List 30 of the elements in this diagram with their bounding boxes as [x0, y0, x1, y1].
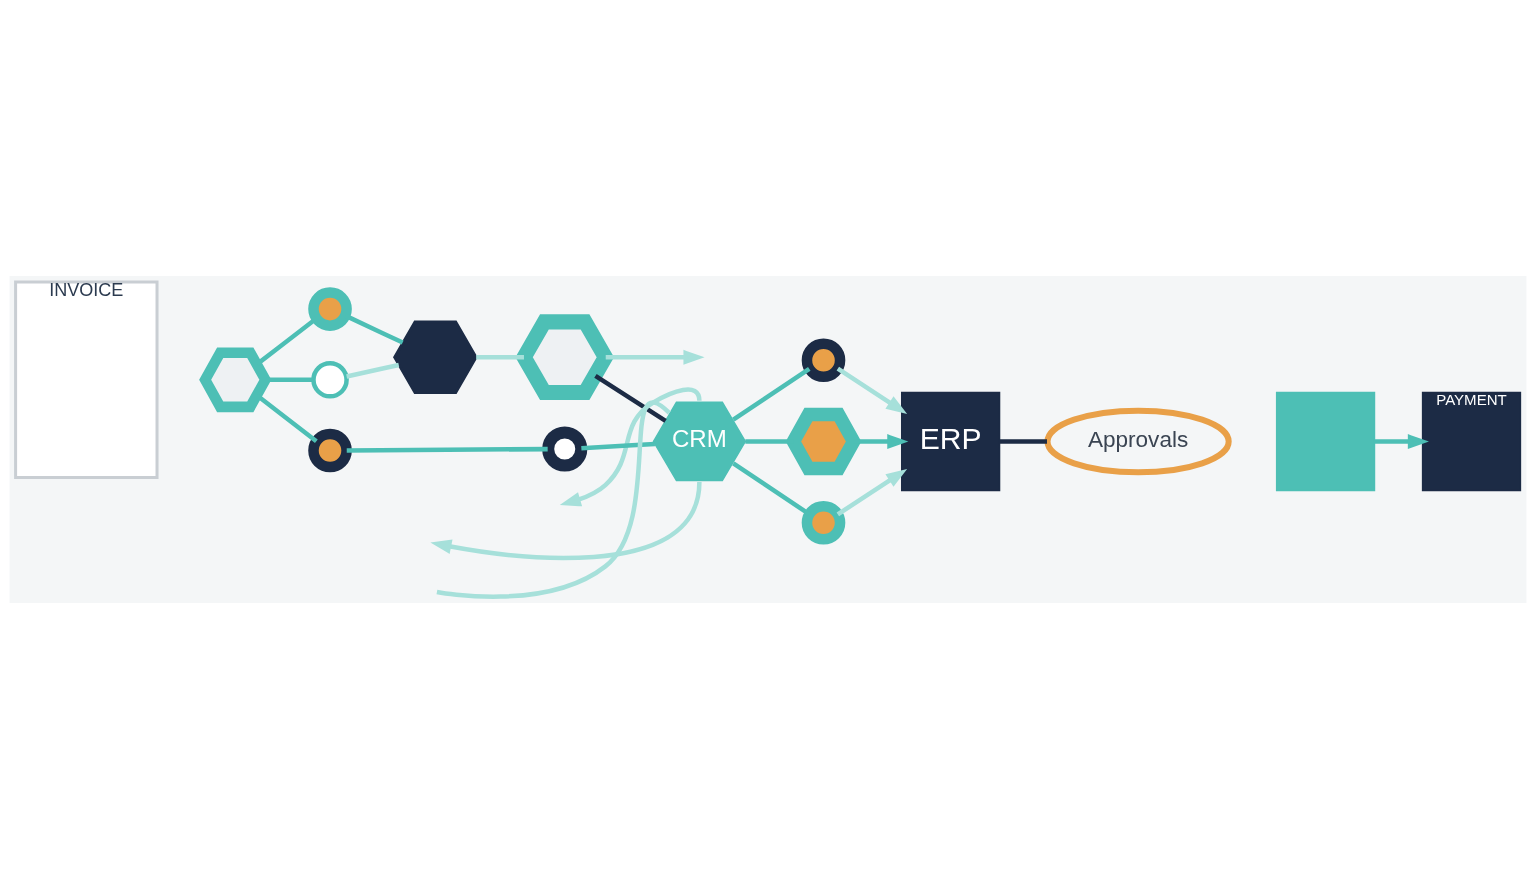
node-box: PAYMENT [1421, 391, 1522, 491]
connector [581, 441, 655, 450]
node-circle [308, 286, 352, 331]
connector [346, 446, 548, 453]
connector [999, 438, 1047, 444]
node-hexagon [785, 407, 862, 475]
arrow [430, 481, 702, 560]
node-circle [801, 337, 846, 382]
connector [436, 400, 671, 599]
arrow [836, 366, 908, 414]
node-circle [308, 428, 352, 472]
connector [594, 373, 667, 423]
connector [732, 366, 811, 422]
arrow [559, 386, 702, 506]
connector [346, 362, 400, 379]
node-hexagon [515, 313, 615, 400]
connector [265, 377, 314, 382]
arrow [1374, 433, 1429, 449]
node-box: ERP [901, 391, 1001, 491]
node-ellipse: Approvals [1044, 407, 1232, 475]
node-circle [311, 360, 349, 399]
node-hexagon [199, 346, 272, 412]
node-box [1275, 391, 1376, 491]
arrow [836, 468, 908, 516]
node-circle [801, 500, 846, 545]
connector [476, 354, 524, 359]
node-box: INVOICE [14, 280, 159, 479]
arrow [605, 349, 705, 365]
node-circle [542, 425, 588, 472]
node-hexagon [393, 319, 478, 394]
